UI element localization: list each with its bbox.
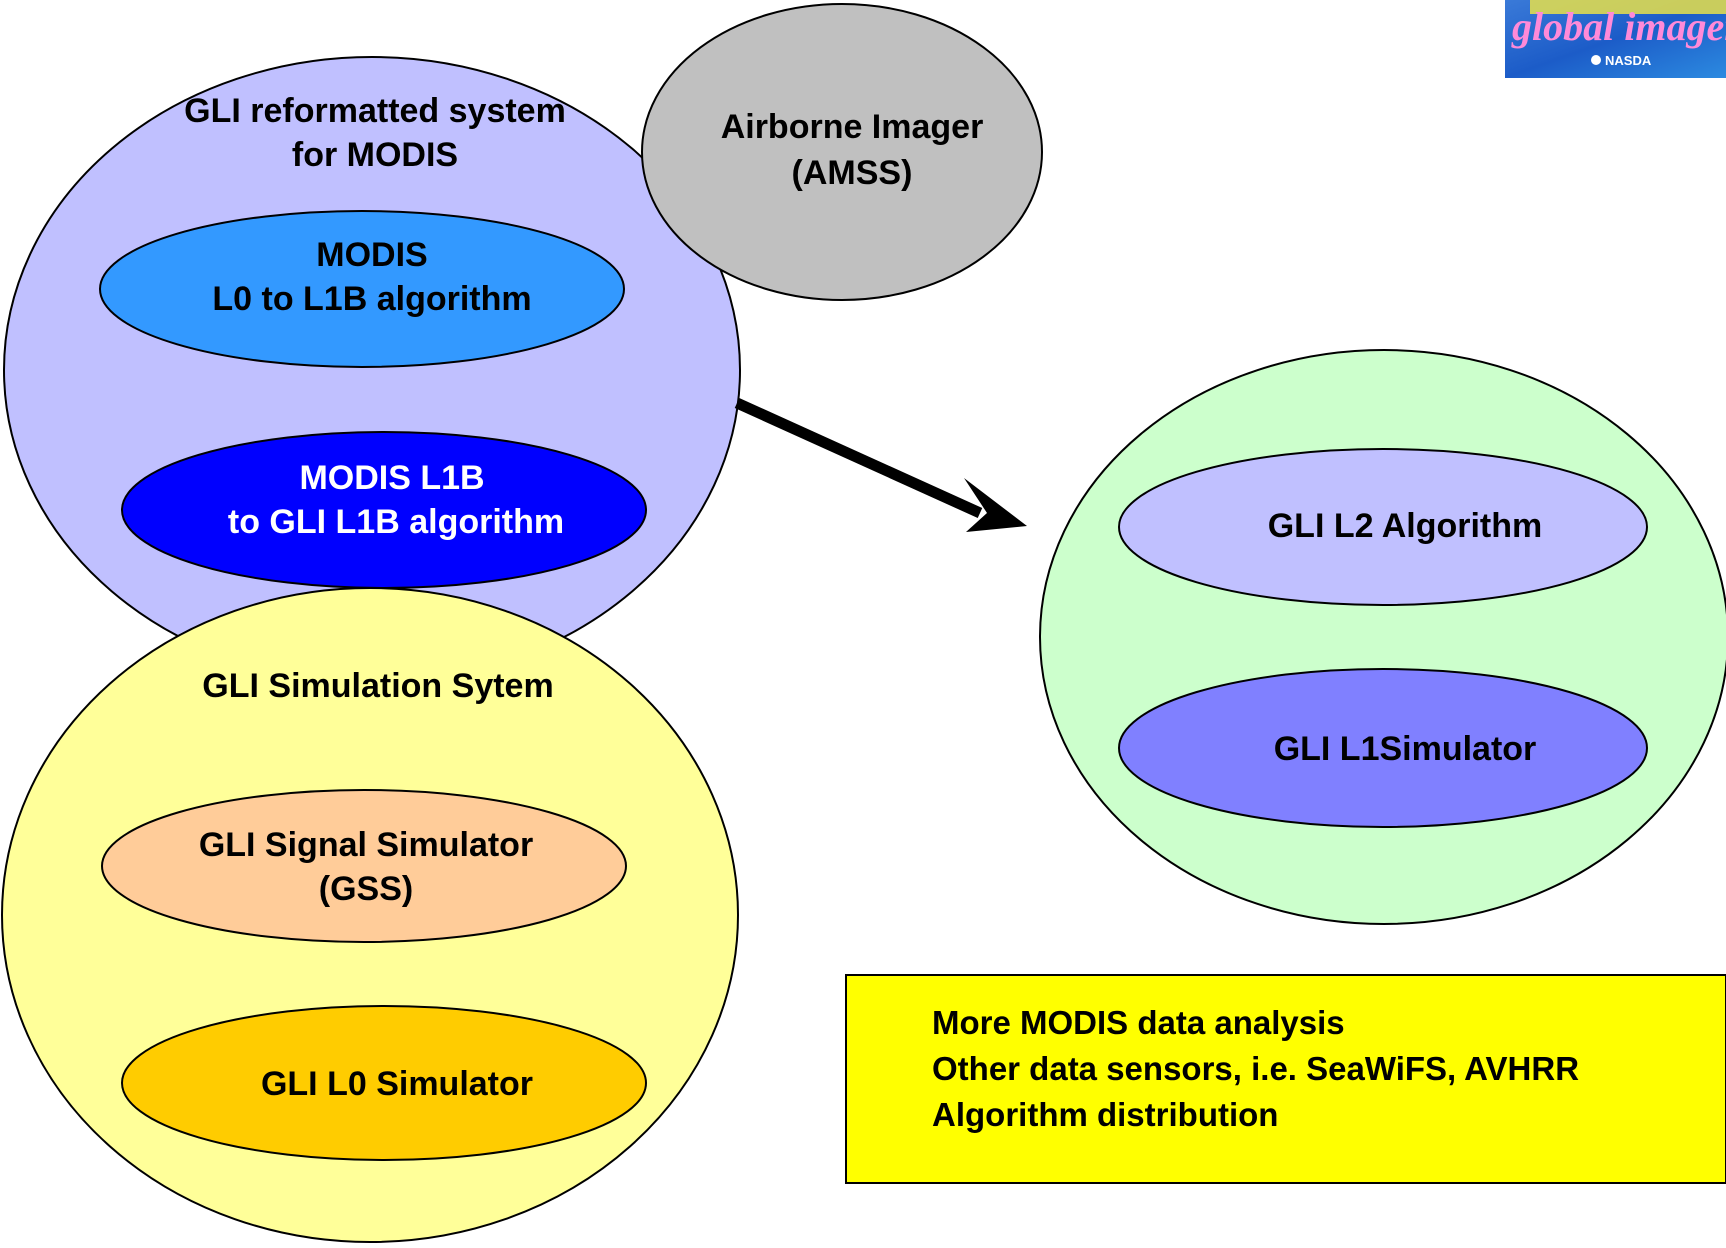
future-work-note-line-3: Algorithm distribution <box>932 1096 1278 1133</box>
gli-l1-simulator-label: GLI L1Simulator <box>1274 730 1537 768</box>
gli-l1-simulator-shape <box>1118 668 1648 828</box>
logo-text: global imager <box>1511 4 1726 49</box>
airborne-imager-label-1: Airborne Imager <box>721 108 984 146</box>
logo-dot-icon <box>1591 55 1601 65</box>
future-work-note: More MODIS data analysis Other data sens… <box>845 974 1726 1184</box>
simulation-system-title: GLI Simulation Sytem <box>202 667 553 705</box>
gli-processing-system-shape <box>1039 349 1726 925</box>
gli-processing-system <box>1039 349 1726 925</box>
modis-l0-l1b-algorithm-shape <box>99 210 625 368</box>
future-work-note-line-2: Other data sensors, i.e. SeaWiFS, AVHRR <box>932 1050 1579 1087</box>
modis-l1b-gli-label-2: to GLI L1B algorithm <box>228 503 564 541</box>
gli-l0-simulator: GLI L0 Simulator <box>121 1005 647 1161</box>
flow-arrow <box>734 397 1027 532</box>
airborne-imager-shape <box>641 3 1043 301</box>
gli-l2-algorithm: GLI L2 Algorithm <box>1118 448 1648 606</box>
future-work-note-box <box>845 974 1726 1184</box>
gli-l0-simulator-shape <box>121 1005 647 1161</box>
gli-l1-simulator: GLI L1Simulator <box>1118 668 1648 828</box>
gli-signal-simulator: GLI Signal Simulator (GSS) <box>101 789 627 943</box>
logo-agency: NASDA <box>1605 53 1652 68</box>
logo-badge: global imager NASDA <box>1505 0 1726 78</box>
future-work-note-line-1: More MODIS data analysis <box>932 1004 1345 1041</box>
flow-arrow-head <box>964 478 1027 532</box>
gli-l2-algorithm-label: GLI L2 Algorithm <box>1268 507 1543 545</box>
flow-arrow-shaft <box>734 397 983 519</box>
gli-signal-simulator-shape <box>101 789 627 943</box>
gli-signal-simulator-label-2: (GSS) <box>319 870 413 908</box>
modis-l1b-gli-algorithm: MODIS L1B to GLI L1B algorithm <box>121 431 647 589</box>
modis-l1b-gli-algorithm-shape <box>121 431 647 589</box>
airborne-imager-label-2: (AMSS) <box>792 154 913 192</box>
modis-l1b-gli-label-1: MODIS L1B <box>299 459 484 497</box>
gli-l0-simulator-label: GLI L0 Simulator <box>261 1065 533 1103</box>
modis-reformat-system-title-1: GLI reformatted system <box>184 92 566 130</box>
modis-reformat-system-title-2: for MODIS <box>292 136 458 174</box>
gli-signal-simulator-label-1: GLI Signal Simulator <box>199 826 533 864</box>
gli-l2-algorithm-shape <box>1118 448 1648 606</box>
airborne-imager: Airborne Imager (AMSS) <box>641 3 1043 301</box>
modis-l0-l1b-label-1: MODIS <box>316 236 427 274</box>
modis-l0-l1b-algorithm: MODIS L0 to L1B algorithm <box>99 210 625 368</box>
modis-l0-l1b-label-2: L0 to L1B algorithm <box>212 280 531 318</box>
